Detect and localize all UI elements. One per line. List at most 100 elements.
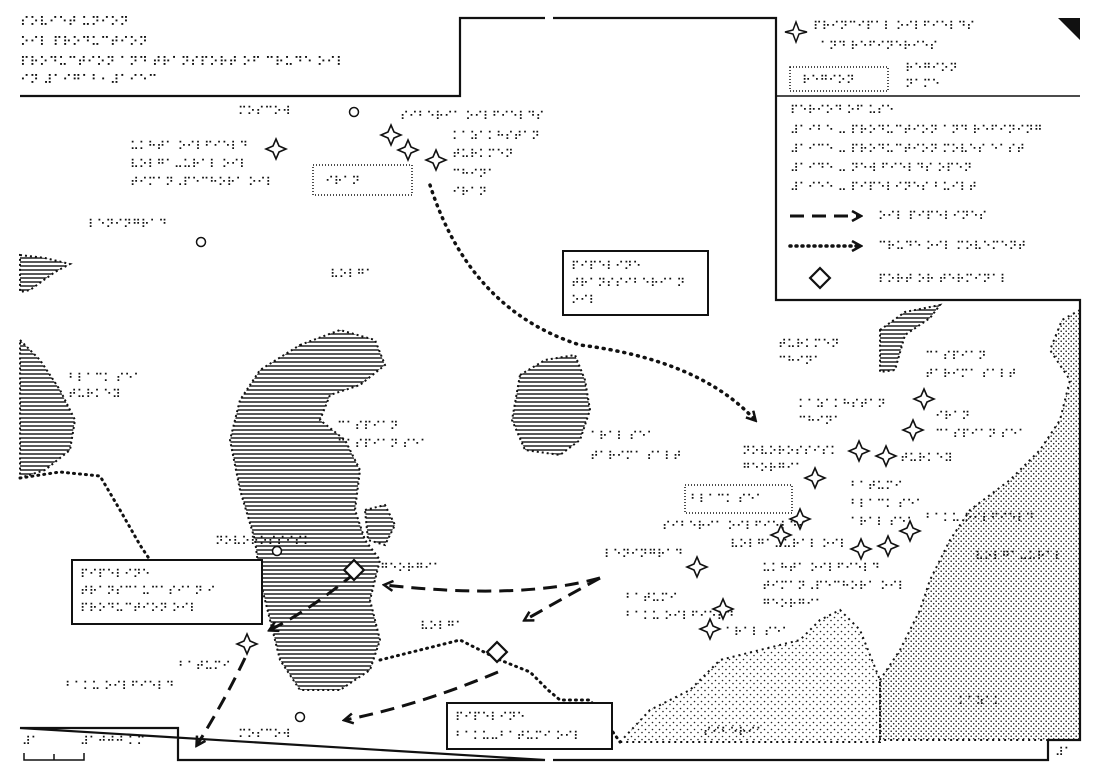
region-box — [312, 164, 413, 196]
oilfield-star-icon — [900, 417, 926, 443]
callout-west-text: ⠞⠗⠁⠝⠎⠉⠁⠥⠉⠁⠎⠊⠁⠝ ⠊ — [80, 584, 216, 598]
pipeline-arrow-5 — [345, 670, 499, 720]
border-west — [18, 470, 182, 602]
place-label: ⠃⠇⠁⠉⠅ ⠎⠑⠁ — [68, 371, 142, 385]
place-label: ⠞⠥⠗⠅⠍⠑⠝ — [778, 337, 840, 351]
legend-star-icon — [784, 19, 808, 45]
place-label: ⠉⠁⠎⠏⠊⠁⠝ — [337, 419, 399, 433]
place-label: ⠅⠁⠵⠁⠅⠓⠎⠞⠁⠝ — [452, 129, 540, 143]
place-label: ⠞⠊⠍⠁⠝⠠⠏⠑⠉⠓⠕⠗⠁ ⠕⠊⠇ — [762, 579, 906, 593]
place-label: ⠃⠁⠅⠥ ⠕⠊⠇⠋⠊⠑⠇⠙ — [65, 679, 174, 693]
place-label: ⠛⠑⠕⠗⠛⠊⠁ — [380, 561, 442, 575]
city-circle-icon — [348, 106, 360, 118]
diamond-icon — [485, 640, 509, 664]
oilfield-star-icon — [697, 616, 723, 642]
place-label: ⠊⠗⠁⠝ — [325, 174, 360, 188]
legend-box-sample-text: ⠗⠑⠛⠊⠕⠝ — [802, 73, 855, 87]
place-label: ⠎⠊⠃⠑⠗⠊⠁ ⠕⠊⠇⠋⠊⠑⠇⠙⠎ — [662, 519, 806, 533]
place-label: ⠝⠕⠧⠕⠗⠕⠎⠎⠊⠎⠅ — [215, 534, 312, 548]
oilfield-star-icon — [846, 438, 872, 464]
place-label: ⠞⠥⠗⠅⠑⠽ — [900, 451, 953, 465]
place-label: ⠃⠁⠞⠥⠍⠊ — [850, 479, 903, 493]
oilfield-star-icon — [875, 533, 901, 559]
callout-box-south — [446, 702, 613, 750]
water-caspian — [228, 328, 387, 691]
place-label: ⠞⠊⠍⠁⠝⠠⠏⠑⠉⠓⠕⠗⠁ ⠕⠊⠇ — [130, 175, 274, 189]
oilfield-star-icon — [234, 631, 260, 657]
city-circle-icon — [195, 236, 207, 248]
city-circle-icon — [271, 545, 283, 557]
place-label: ⠛⠑⠕⠗⠛⠊⠁ — [742, 461, 804, 475]
corner-marker-icon — [1058, 18, 1080, 40]
place-label: ⠥⠅⠓⠞⠁ ⠕⠊⠇⠋⠊⠑⠇⠙ — [762, 561, 880, 575]
water-aral — [510, 353, 592, 457]
legend-star-label: ⠏⠗⠊⠝⠉⠊⠏⠁⠇ ⠕⠊⠇⠋⠊⠑⠇⠙⠎ — [813, 19, 975, 33]
place-label: ⠁⠗⠁⠇ ⠎⠑⠁ — [725, 625, 790, 639]
place-label: ⠧⠕⠇⠛⠁ — [420, 619, 464, 633]
oilfield-star-icon — [787, 506, 813, 532]
place-label: ⠉⠓⠊⠝⠁ — [778, 354, 822, 368]
oilfield-star-icon — [897, 518, 923, 544]
legend-period: ⠼⠁⠊⠑⠑ ⠤ ⠏⠊⠏⠑⠇⠊⠝⠑⠎ ⠃⠥⠊⠇⠞ — [790, 180, 977, 194]
oilfield-star-icon — [911, 386, 937, 412]
legend-diamond-label: ⠏⠕⠗⠞ ⠕⠗ ⠞⠑⠗⠍⠊⠝⠁⠇ — [878, 272, 1009, 286]
place-label: ⠧⠕⠇⠛⠁⠤⠥⠗⠁⠇ ⠕⠊⠇ — [730, 537, 848, 551]
place-label: ⠊⠗⠁⠝ — [452, 185, 487, 199]
legend-periods-heading: ⠏⠑⠗⠊⠕⠙ ⠕⠋ ⠥⠎⠑ — [790, 103, 894, 117]
place-label: ⠧⠕⠇⠛⠁ — [330, 267, 374, 281]
place-label: ⠉⠓⠊⠝⠁ — [452, 167, 496, 181]
page-number: ⠼⠁ — [1055, 745, 1073, 759]
water-northeast — [879, 303, 943, 374]
place-label: ⠎⠊⠃⠑⠗⠊⠁ ⠕⠊⠇⠋⠊⠑⠇⠙⠎ — [400, 109, 544, 123]
place-label: ⠉⠁⠎⠏⠊⠁⠝ ⠎⠑⠁ — [935, 427, 1027, 441]
oilfield-star-icon — [802, 465, 828, 491]
oilfield-star-icon — [684, 554, 710, 580]
region-box — [684, 484, 793, 514]
pipeline-arrow-1 — [385, 576, 601, 593]
legend-star-label: ⠁⠝⠙ ⠗⠑⠋⠊⠝⠑⠗⠊⠑⠎ — [820, 39, 938, 53]
region-label: ⠎⠊⠃⠑⠗⠊⠁ — [703, 725, 765, 739]
oilfield-stars — [234, 122, 937, 657]
scale-right-label: ⠼⠁⠚⠚⠚ ⠅⠍ — [80, 734, 145, 748]
oilfield-star-icon — [378, 122, 404, 148]
place-label: ⠇⠑⠝⠊⠝⠛⠗⠁⠙ — [88, 217, 167, 231]
place-label: ⠞⠁⠗⠊⠍⠁ ⠎⠁⠇⠞ — [925, 367, 1017, 381]
place-label: ⠅⠁⠵⠁⠅⠓⠎⠞⠁⠝ — [798, 397, 886, 411]
legend-box-sample — [789, 66, 889, 92]
place-label: ⠞⠥⠗⠅⠑⠽ — [68, 387, 121, 401]
place-label: ⠉⠓⠊⠝⠁ — [798, 414, 842, 428]
place-label: ⠉⠁⠎⠏⠊⠁⠝ — [925, 349, 987, 363]
place-label: ⠛⠑⠕⠗⠛⠊⠁ — [762, 597, 824, 611]
water-bay — [363, 503, 397, 547]
legend-period: ⠼⠁⠊⠉⠑ ⠤ ⠏⠗⠕⠙⠥⠉⠞⠊⠕⠝ ⠍⠕⠧⠑⠎ ⠑⠁⠎⠞ — [790, 142, 1025, 156]
callout-box-north — [562, 250, 709, 316]
place-label: ⠥⠅⠓⠞⠁ ⠕⠊⠇⠋⠊⠑⠇⠙ — [130, 139, 248, 153]
place-label: ⠃⠇⠁⠉⠅ ⠎⠑⠁ — [850, 497, 924, 511]
place-label: ⠞⠁⠗⠊⠍⠁ ⠎⠁⠇⠞ — [590, 449, 682, 463]
title-line: ⠊⠝ ⠼⠁⠊⠛⠁⠃⠂⠼⠁⠊⠑⠉ — [20, 73, 157, 88]
callout-box-west — [71, 559, 263, 625]
water-northwest — [19, 253, 73, 294]
place-label: ⠧⠕⠇⠛⠁⠤⠥⠗⠁⠇ ⠕⠊⠇ — [130, 157, 248, 171]
place-label: ⠍⠕⠎⠉⠕⠺ — [238, 727, 291, 741]
region-label: ⠅⠁⠵⠁⠅ — [958, 694, 1002, 708]
pipeline-arrow-2 — [525, 576, 601, 620]
legend-diamond-icon — [808, 266, 832, 290]
legend-box-label: ⠗⠑⠛⠊⠕⠝ — [905, 61, 958, 75]
water-west — [19, 337, 77, 480]
callout-west-text: ⠏⠊⠏⠑⠇⠊⠝⠑ — [80, 567, 150, 581]
place-label: ⠃⠁⠅⠥ ⠕⠊⠇⠋⠊⠑⠇⠙ — [625, 609, 734, 623]
scale-bar — [23, 753, 85, 761]
pipeline-arrow-3 — [270, 571, 356, 630]
place-label: ⠊⠗⠁⠝ — [935, 409, 970, 423]
callout-west-text: ⠏⠗⠕⠙⠥⠉⠞⠊⠕⠝ ⠕⠊⠇ — [80, 601, 198, 615]
place-label: ⠃⠇⠁⠉⠅ ⠎⠑⠁ — [690, 492, 764, 506]
oilfield-star-icon — [768, 522, 794, 548]
legend-period: ⠼⠁⠊⠙⠑ ⠤ ⠝⠑⠺ ⠋⠊⠑⠇⠙⠎ ⠕⠏⠑⠝ — [790, 161, 972, 175]
callout-north-text: ⠞⠗⠁⠝⠎⠎⠊⠃⠑⠗⠊⠁⠝ — [571, 276, 685, 290]
oilfield-star-icon — [873, 443, 899, 469]
legend-panel — [776, 18, 1080, 290]
oilfield-star-icon — [710, 596, 736, 622]
oilfield-star-icon — [423, 147, 449, 173]
